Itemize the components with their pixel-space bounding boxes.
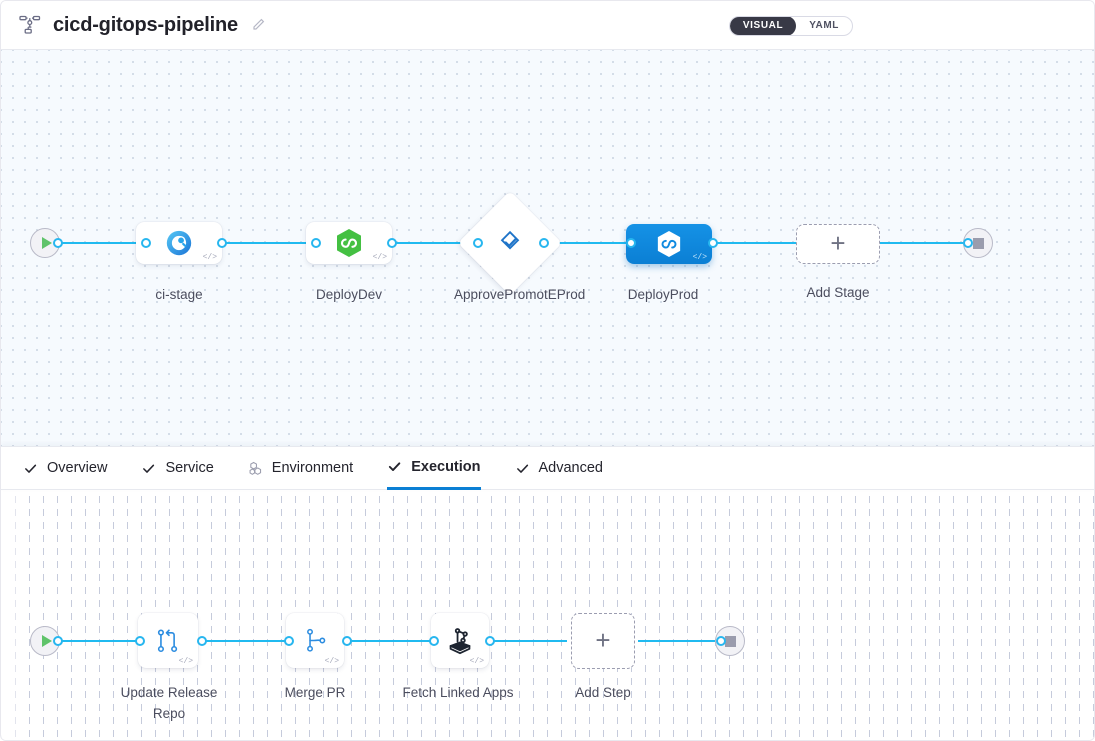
approval-check-icon (495, 228, 525, 258)
step-label-update-release-repo: Update Release Repo (120, 685, 218, 721)
pipeline-header: cicd-gitops-pipeline VISUAL YAML (1, 1, 1094, 50)
stage-canvas[interactable]: </> ci-stage </> DeployDev (1, 50, 1094, 446)
stage-label-approval: ApprovePromotEProd (454, 287, 586, 302)
add-stage-button[interactable]: + (796, 224, 880, 264)
git-branch-icon (300, 625, 331, 656)
toggle-visual[interactable]: VISUAL (729, 17, 797, 35)
step-node-fetch-linked-apps[interactable]: </> (431, 613, 489, 668)
port-approval-out[interactable] (539, 238, 549, 248)
port-deployprod-in[interactable] (626, 238, 636, 248)
harness-apps-icon (443, 624, 477, 658)
toggle-yaml[interactable]: YAML (809, 20, 839, 31)
tab-label: Environment (271, 460, 354, 476)
step-code-badge: </> (469, 657, 484, 666)
step-code-badge: </> (324, 657, 339, 666)
port-step-start-out[interactable] (53, 636, 63, 646)
play-icon (41, 237, 52, 249)
port-ci-out[interactable] (217, 238, 227, 248)
stage-label-deploydev: DeployDev (315, 287, 383, 302)
execution-step-canvas[interactable]: </> Update Release Repo </> (1, 490, 1094, 740)
port-start-out[interactable] (53, 238, 63, 248)
wire-ci-to-deploydev (213, 242, 321, 244)
stage-code-badge: </> (372, 253, 387, 262)
check-icon (515, 461, 530, 476)
git-update-repo-icon (152, 625, 184, 657)
gitops-hexagon-icon (335, 228, 363, 258)
stage-node-approval[interactable] (457, 190, 563, 296)
port-ci-in[interactable] (141, 238, 151, 248)
port-update-out[interactable] (197, 636, 207, 646)
tab-label: Advanced (538, 460, 604, 476)
plus-icon: + (830, 228, 846, 258)
step-label-merge-pr: Merge PR (284, 685, 346, 700)
gitops-hexagon-icon (656, 230, 682, 258)
port-step-end-in[interactable] (716, 636, 726, 646)
tab-execution[interactable]: Execution (387, 447, 481, 490)
check-icon (141, 461, 156, 476)
tab-environment[interactable]: Environment (248, 447, 353, 490)
wire-update-to-merge (203, 640, 291, 642)
ci-build-icon (164, 228, 194, 258)
pencil-edit-icon[interactable] (250, 16, 268, 34)
add-step-button[interactable]: + (571, 613, 635, 669)
pipeline-nodes-icon (17, 12, 43, 38)
stage-node-deployprod[interactable]: </> (626, 224, 712, 264)
tab-label: Service (165, 460, 214, 476)
port-fetch-in[interactable] (429, 636, 439, 646)
port-update-in[interactable] (135, 636, 145, 646)
tab-overview[interactable]: Overview (23, 447, 107, 490)
step-node-update-release-repo[interactable]: </> (138, 613, 198, 668)
stop-square-icon (724, 635, 736, 647)
stage-code-badge: </> (692, 253, 707, 262)
step-node-merge-pr[interactable]: </> (286, 613, 344, 668)
wire-start-to-ci (59, 242, 147, 244)
check-icon (387, 459, 402, 474)
port-fetch-out[interactable] (485, 636, 495, 646)
stage-flow: </> ci-stage </> DeployDev (1, 50, 1094, 446)
wire-addstep-to-end (638, 640, 724, 642)
play-icon (41, 635, 52, 647)
port-deployprod-out[interactable] (708, 238, 718, 248)
view-mode-toggle[interactable]: VISUAL YAML (728, 16, 853, 36)
plus-icon: + (595, 625, 611, 655)
port-merge-out[interactable] (342, 636, 352, 646)
step-code-badge: </> (178, 657, 193, 666)
port-merge-in[interactable] (284, 636, 294, 646)
add-stage-label: Add Stage (806, 285, 870, 300)
port-deploydev-out[interactable] (387, 238, 397, 248)
page-title: cicd-gitops-pipeline (53, 13, 238, 36)
stage-label-deployprod: DeployProd (627, 287, 699, 302)
stage-code-badge: </> (202, 253, 217, 262)
wire-approval-to-deployprod (543, 242, 635, 244)
check-icon (23, 461, 38, 476)
add-step-label: Add Step (575, 685, 631, 700)
wire-deployprod-to-addstage (705, 242, 805, 244)
wire-start-to-update (59, 640, 143, 642)
tab-service[interactable]: Service (141, 447, 214, 490)
tab-label: Execution (411, 458, 481, 475)
step-label-fetch-linked-apps: Fetch Linked Apps (402, 685, 514, 700)
port-end-in[interactable] (963, 238, 973, 248)
stage-config-tabs: Overview Service Environment Execution (1, 446, 1094, 490)
port-approval-in[interactable] (473, 238, 483, 248)
infra-hex-icon (248, 461, 263, 476)
step-flow: </> Update Release Repo </> (1, 490, 1094, 740)
wire-fetch-to-addstep (491, 640, 567, 642)
tab-advanced[interactable]: Advanced (515, 447, 604, 490)
wire-merge-to-fetch (347, 640, 435, 642)
tab-label: Overview (47, 460, 108, 476)
stop-square-icon (972, 237, 984, 249)
wire-addstage-to-end (873, 242, 971, 244)
wire-deploydev-to-approval (383, 242, 479, 244)
stage-label-ci-stage: ci-stage (155, 287, 203, 302)
port-deploydev-in[interactable] (311, 238, 321, 248)
